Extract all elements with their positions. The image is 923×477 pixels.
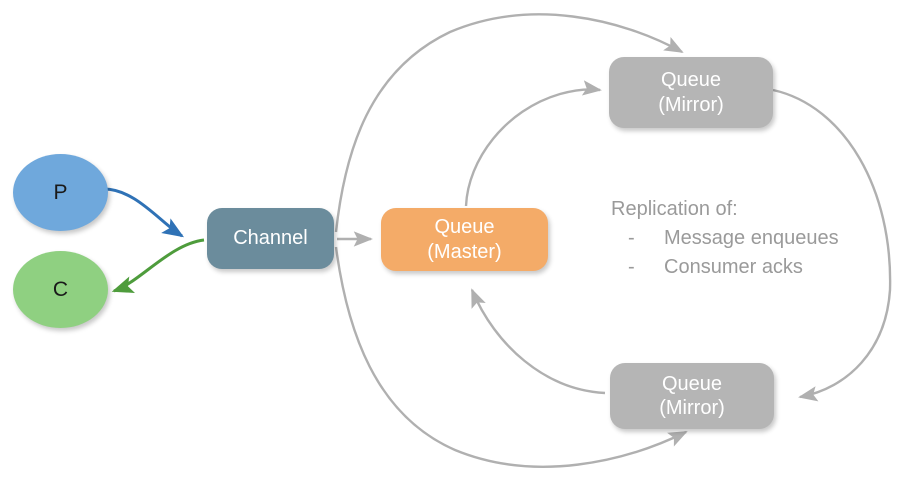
node-queue-master-label: Queue (Master): [427, 216, 502, 263]
node-channel[interactable]: Channel: [207, 208, 334, 269]
edge-producer-to-channel: [103, 187, 185, 238]
replication-annotation: Replication of: - Message enqueues - Con…: [611, 195, 901, 282]
node-channel-label: Channel: [233, 227, 308, 250]
edge-queue-mirror-bottom-to-queue-master: [470, 288, 606, 395]
annotation-item-label: Message enqueues: [664, 227, 839, 249]
node-consumer[interactable]: C: [13, 251, 108, 328]
annotation-item: - Message enqueues: [611, 224, 901, 253]
edge-queue-mirror-top-to-queue-mirror-bottom: [772, 88, 892, 402]
node-queue-mirror-bottom-label: Queue (Mirror): [659, 372, 725, 419]
node-consumer-label: C: [52, 277, 69, 301]
bullet-dash-icon: -: [628, 256, 635, 278]
annotation-item-label: Consumer acks: [664, 256, 803, 278]
annotation-item: - Consumer acks: [611, 253, 901, 282]
node-producer-label: P: [53, 180, 68, 204]
annotation-list: - Message enqueues - Consumer acks: [611, 224, 901, 282]
edge-channel-to-queue-mirror-bottom: [334, 246, 688, 468]
edge-channel-to-queue-mirror-top: [334, 13, 684, 233]
node-producer[interactable]: P: [13, 154, 108, 231]
edge-queue-master-to-queue-mirror-top: [464, 80, 602, 207]
node-queue-mirror-top[interactable]: Queue (Mirror): [609, 57, 773, 128]
node-queue-master[interactable]: Queue (Master): [381, 208, 548, 271]
edge-channel-to-consumer: [111, 238, 205, 293]
bullet-dash-icon: -: [628, 227, 635, 249]
node-queue-mirror-top-label: Queue (Mirror): [658, 69, 724, 116]
annotation-title: Replication of:: [611, 198, 738, 220]
node-queue-mirror-bottom[interactable]: Queue (Mirror): [610, 363, 774, 429]
